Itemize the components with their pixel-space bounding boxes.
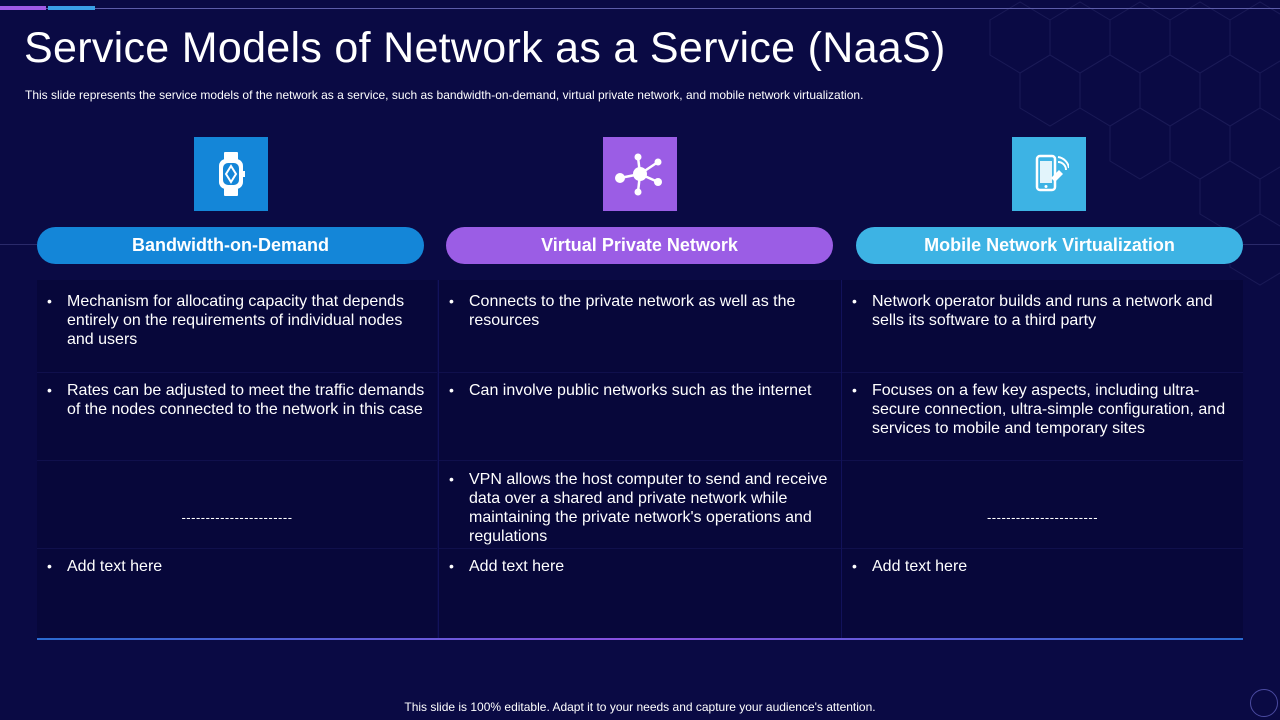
smartwatch-icon <box>219 152 245 196</box>
list-item: Rates can be adjusted to meet the traffi… <box>37 372 437 419</box>
bandwidth-add-text: Add text here <box>47 557 427 576</box>
list-item: Add text here <box>439 548 841 576</box>
page-title: Service Models of Network as a Service (… <box>24 24 946 72</box>
top-accent-blue <box>48 6 95 10</box>
bandwidth-icon-tile <box>194 137 268 211</box>
mobile-point-1: Network operator builds and runs a netwo… <box>852 292 1233 330</box>
bandwidth-point-2: Rates can be adjusted to meet the traffi… <box>47 381 427 419</box>
mobile-signal-icon <box>1035 154 1069 192</box>
list-item: Network operator builds and runs a netwo… <box>842 292 1243 330</box>
hexagon-pattern-background <box>989 1 1280 286</box>
mobile-point-2: Focuses on a few key aspects, including … <box>852 381 1233 438</box>
vpn-column: Connects to the private network as well … <box>439 280 841 638</box>
top-rule <box>0 8 1280 9</box>
column-divider <box>841 280 842 638</box>
list-item: Focuses on a few key aspects, including … <box>842 372 1243 438</box>
list-item: Add text here <box>842 548 1243 576</box>
vpn-point-3: VPN allows the host computer to send and… <box>449 470 831 546</box>
list-item: Add text here <box>37 548 437 576</box>
list-item: Connects to the private network as well … <box>439 292 841 330</box>
placeholder-dashes: ----------------------- <box>181 510 293 525</box>
bandwidth-column: Mechanism for allocating capacity that d… <box>37 280 437 638</box>
column-divider <box>438 280 439 638</box>
mobile-column: Network operator builds and runs a netwo… <box>842 280 1243 638</box>
vpn-point-2: Can involve public networks such as the … <box>449 381 831 400</box>
corner-circle-decoration <box>1250 689 1278 717</box>
vpn-heading: Virtual Private Network <box>446 227 833 264</box>
list-item: Mechanism for allocating capacity that d… <box>37 292 437 349</box>
placeholder-cell: ----------------------- <box>37 460 437 548</box>
list-item: VPN allows the host computer to send and… <box>439 460 841 546</box>
placeholder-cell: ----------------------- <box>842 460 1243 548</box>
network-hub-icon <box>615 153 662 196</box>
vpn-icon-tile <box>603 137 677 211</box>
footer-note: This slide is 100% editable. Adapt it to… <box>404 700 876 714</box>
mobile-heading: Mobile Network Virtualization <box>856 227 1243 264</box>
vpn-add-text: Add text here <box>449 557 831 576</box>
vpn-point-1: Connects to the private network as well … <box>449 292 831 330</box>
bandwidth-point-1: Mechanism for allocating capacity that d… <box>47 292 427 349</box>
mobile-add-text: Add text here <box>852 557 1233 576</box>
mobile-icon-tile <box>1012 137 1086 211</box>
left-rule <box>0 244 37 245</box>
bottom-rule <box>37 638 1243 640</box>
right-rule <box>1243 244 1280 245</box>
page-subtitle: This slide represents the service models… <box>25 88 864 102</box>
placeholder-dashes: ----------------------- <box>986 510 1099 525</box>
list-item: Can involve public networks such as the … <box>439 372 841 400</box>
top-accent-purple <box>0 6 46 10</box>
bandwidth-heading: Bandwidth-on-Demand <box>37 227 424 264</box>
